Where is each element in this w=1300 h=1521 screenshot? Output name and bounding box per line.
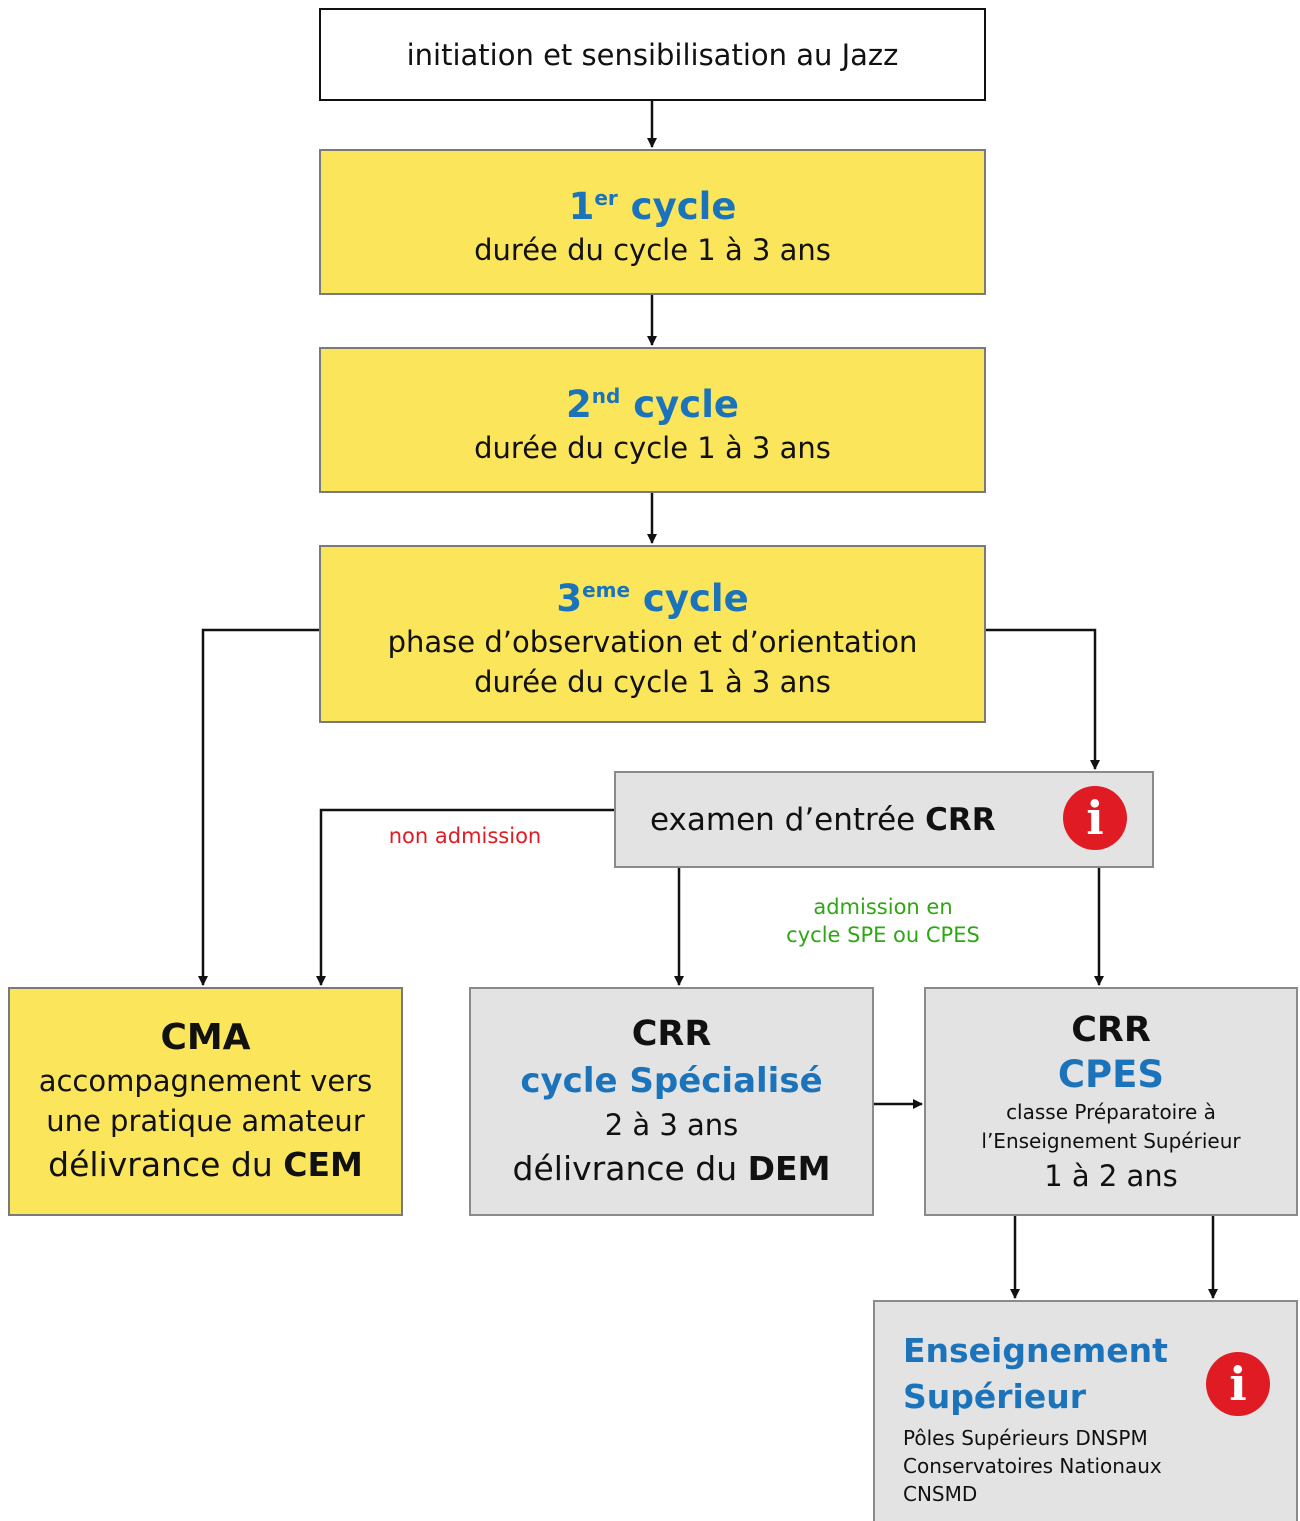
cma-delivery: délivrance du CEM [48, 1144, 363, 1184]
cycle2-title: 2nd cycle [566, 382, 739, 426]
spe-box: CRR cycle Spécialisé 2 à 3 ans délivranc… [469, 987, 874, 1216]
cpes-duration: 1 à 2 ans [1044, 1158, 1178, 1193]
cycle3-phase: phase d’observation et d’orientation [387, 624, 918, 659]
cycle3-title: 3eme cycle [556, 576, 749, 620]
cpes-line1: classe Préparatoire à [1006, 1099, 1216, 1124]
arrow-cycle3-to-exam [986, 628, 1100, 770]
cycle1-title: 1er cycle [568, 184, 737, 228]
non-admission-label: non admission [388, 824, 542, 848]
arrow-cycle3-to-cma [198, 628, 319, 986]
cma-line2: une pratique amateur [46, 1103, 365, 1138]
initiation-box: initiation et sensibilisation au Jazz [319, 8, 986, 101]
admission-label: admission en cycle SPE ou CPES [786, 895, 980, 947]
cma-box: CMA accompagnement vers une pratique ama… [8, 987, 403, 1216]
cycle1-duration: durée du cycle 1 à 3 ans [474, 232, 831, 267]
cpes-title: CRR [1071, 1009, 1151, 1050]
cycle1-box: 1er cycle durée du cycle 1 à 3 ans [319, 149, 986, 295]
arrow-exam-to-cma-non-admission [316, 808, 614, 986]
superieur-item1: Pôles Supérieurs DNSPM [903, 1426, 1148, 1450]
cycle2-duration: durée du cycle 1 à 3 ans [474, 430, 831, 465]
initiation-label: initiation et sensibilisation au Jazz [406, 37, 899, 72]
cma-line1: accompagnement vers [38, 1063, 373, 1098]
cpes-box: CRR CPES classe Préparatoire à l’Enseign… [924, 987, 1298, 1216]
exam-label: examen d’entrée CRR [650, 801, 996, 838]
exam-info-icon[interactable]: i [1063, 786, 1127, 850]
superieur-title: Enseignement Supérieur [903, 1331, 1168, 1416]
cpes-subtitle: CPES [1057, 1052, 1165, 1096]
spe-subtitle: cycle Spécialisé [520, 1060, 823, 1101]
cpes-line2: l’Enseignement Supérieur [981, 1128, 1241, 1153]
spe-duration: 2 à 3 ans [604, 1107, 739, 1142]
cycle3-box: 3eme cycle phase d’observation et d’orie… [319, 545, 986, 723]
superieur-item3: CNSMD [903, 1482, 978, 1506]
cma-title: CMA [160, 1016, 251, 1058]
spe-title: CRR [631, 1013, 712, 1054]
cycle3-duration: durée du cycle 1 à 3 ans [474, 664, 831, 699]
cycle2-box: 2nd cycle durée du cycle 1 à 3 ans [319, 347, 986, 493]
superieur-info-icon[interactable]: i [1206, 1352, 1270, 1416]
superieur-box: Enseignement Supérieur Pôles Supérieurs … [873, 1300, 1298, 1521]
spe-delivery: délivrance du DEM [512, 1148, 831, 1188]
superieur-item2: Conservatoires Nationaux [903, 1454, 1162, 1478]
